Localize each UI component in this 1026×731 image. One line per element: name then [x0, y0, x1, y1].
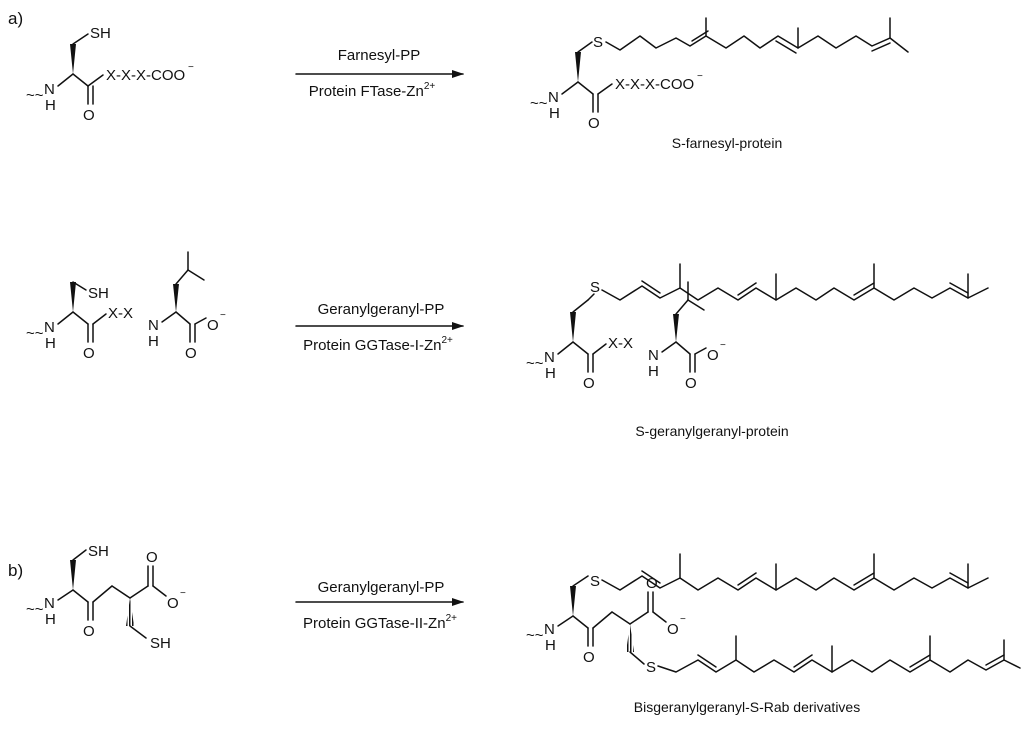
carbonyl-o: O — [83, 107, 95, 124]
panel-label-b: b) — [8, 561, 23, 580]
wedge-bond — [575, 52, 581, 82]
reaction-2-substrate: ~~ N H SH O X-X N H O O − — [26, 251, 226, 362]
xxx-coo-chain: X-X-X-COO — [106, 67, 185, 84]
wedge-bond — [70, 282, 76, 312]
tilde-sign: ~~ — [530, 95, 548, 112]
reagent-top: Geranylgeranyl-PP — [318, 301, 445, 318]
reaction-1-arrow: Farnesyl-PP Protein FTase-Zn2+ — [295, 47, 464, 100]
xxx-coo-chain: X-X-X-COO — [615, 76, 694, 93]
carbonyl-o: O — [185, 345, 197, 362]
reaction-1-substrate: ~~ N H SH O X-X-X-COO − — [26, 25, 194, 124]
tilde-sign: ~~ — [26, 325, 44, 342]
n-atom: N — [44, 319, 55, 336]
h-atom: H — [45, 611, 56, 628]
charge-minus: − — [220, 310, 226, 321]
reaction-1-product: ~~ N H S O X-X-X-COO − S-farnesyl-protei… — [530, 17, 909, 151]
tilde-sign: ~~ — [26, 601, 44, 618]
reagent-bottom: Protein GGTase-II-Zn2+ — [303, 613, 457, 632]
s-atom: S — [590, 279, 600, 296]
farnesyl-chain — [605, 35, 891, 51]
reagent-bottom: Protein FTase-Zn2+ — [309, 81, 436, 100]
s-atom: S — [646, 659, 656, 676]
reagent-top: Geranylgeranyl-PP — [318, 579, 445, 596]
panel-label-a: a) — [8, 9, 23, 28]
reaction-3-arrow: Geranylgeranyl-PP Protein GGTase-II-Zn2+ — [295, 579, 464, 632]
reagent-top: Farnesyl-PP — [338, 47, 421, 64]
carboxylate-o: O — [707, 347, 719, 364]
h-atom: H — [545, 637, 556, 654]
n-atom: N — [44, 595, 55, 612]
reaction-3-substrate: ~~ N H SH O O O − SH — [26, 543, 186, 652]
sh-group: SH — [90, 25, 111, 42]
reaction-3-product: ~~ N H S O O O − S — [526, 553, 1021, 715]
reaction-2-product: ~~ N H S O X-X N H O O − — [526, 263, 989, 439]
n-atom: N — [544, 621, 555, 638]
carboxylate-o: O — [207, 317, 219, 334]
wedge-bond — [70, 560, 76, 590]
hash-bond — [126, 598, 134, 626]
geranylgeranyl-chain-lower — [657, 659, 1021, 673]
sh-group: SH — [88, 543, 109, 560]
product-name: S-farnesyl-protein — [672, 135, 783, 151]
n-atom: N — [44, 81, 55, 98]
wedge-bond — [173, 284, 179, 312]
carbonyl-o: O — [685, 375, 697, 392]
s-atom: S — [590, 573, 600, 590]
product-name: S-geranylgeranyl-protein — [635, 423, 788, 439]
h-atom: H — [545, 365, 556, 382]
charge-minus: − — [680, 614, 686, 625]
n-atom: N — [148, 317, 159, 334]
ketone-o: O — [83, 623, 95, 640]
wedge-bond — [70, 44, 76, 74]
hash-bond — [626, 624, 634, 652]
charge-minus: − — [188, 62, 194, 73]
carboxylate-o: O — [167, 595, 179, 612]
carbonyl-o: O — [588, 115, 600, 132]
carbonyl-o: O — [583, 375, 595, 392]
charge-minus: − — [720, 340, 726, 351]
n-atom: N — [648, 347, 659, 364]
h-atom: H — [148, 333, 159, 350]
geranylgeranyl-chain — [601, 285, 989, 301]
carbonyl-o: O — [83, 345, 95, 362]
tilde-sign: ~~ — [526, 627, 544, 644]
h-atom: H — [549, 105, 560, 122]
sh-group: SH — [88, 285, 109, 302]
charge-minus: − — [180, 588, 186, 599]
tilde-sign: ~~ — [26, 87, 44, 104]
product-name: Bisgeranylgeranyl-S-Rab derivatives — [634, 699, 860, 715]
wedge-bond — [673, 314, 679, 342]
carbonyl-o: O — [146, 549, 158, 566]
s-atom: S — [593, 34, 603, 51]
n-atom: N — [548, 89, 559, 106]
charge-minus: − — [697, 71, 703, 82]
sh-group: SH — [150, 635, 171, 652]
xx-linker: X-X — [608, 335, 633, 352]
reagent-bottom: Protein GGTase-I-Zn2+ — [303, 335, 453, 354]
h-atom: H — [45, 97, 56, 114]
wedge-bond — [570, 586, 576, 616]
h-atom: H — [45, 335, 56, 352]
h-atom: H — [648, 363, 659, 380]
wedge-bond — [570, 312, 576, 342]
xx-linker: X-X — [108, 305, 133, 322]
ketone-o: O — [583, 649, 595, 666]
reaction-2-arrow: Geranylgeranyl-PP Protein GGTase-I-Zn2+ — [295, 301, 464, 354]
n-atom: N — [544, 349, 555, 366]
carbonyl-o: O — [646, 575, 658, 592]
carboxylate-o: O — [667, 621, 679, 638]
geranylgeranyl-chain-upper — [601, 575, 989, 591]
tilde-sign: ~~ — [526, 355, 544, 372]
